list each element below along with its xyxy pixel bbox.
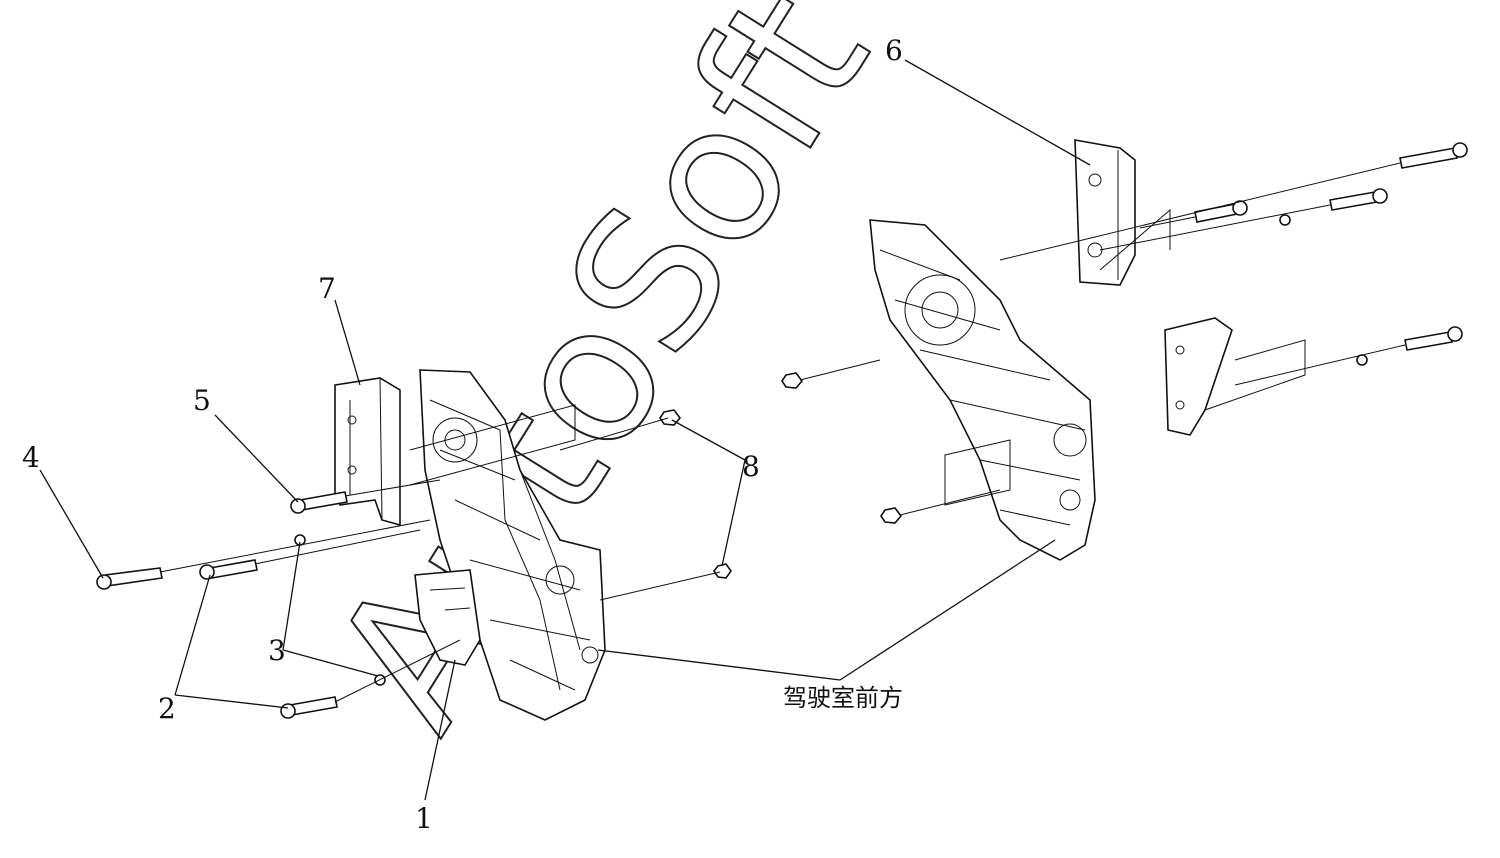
left-main-bracket <box>419 369 606 721</box>
lower-bolt <box>289 696 338 716</box>
bolt <box>209 559 258 579</box>
callout-5: 5 <box>193 384 211 417</box>
long-bolt <box>1399 147 1458 169</box>
cab-front-caption: 驾驶室前方 <box>783 684 903 712</box>
right-main-bracket <box>869 219 1096 561</box>
nut <box>880 507 903 524</box>
callout-8: 8 <box>742 450 760 483</box>
nut <box>713 563 732 579</box>
right-front-bracket <box>1164 317 1233 436</box>
right-suspension-bracket-assembly <box>869 139 1306 561</box>
nut <box>781 372 804 389</box>
bolt <box>1329 191 1378 211</box>
lower-bolt <box>1404 331 1453 351</box>
leader-lines <box>39 59 1091 801</box>
callout-6: 6 <box>885 34 903 67</box>
washer <box>1356 354 1368 366</box>
callout-7: 7 <box>318 272 336 305</box>
callout-1: 1 <box>415 802 433 835</box>
callout-2: 2 <box>158 692 176 725</box>
short-bolt <box>299 491 348 511</box>
callout-3: 3 <box>268 634 286 667</box>
bolt <box>1194 203 1238 223</box>
callout-4: 4 <box>22 441 40 474</box>
long-bolt <box>104 567 163 587</box>
right-fasteners <box>781 142 1468 524</box>
left-suspension-bracket-assembly <box>334 369 606 721</box>
callouts: 1 2 3 4 5 6 7 8 <box>22 34 903 835</box>
washer <box>1279 214 1291 226</box>
left-front-plate <box>414 569 481 666</box>
